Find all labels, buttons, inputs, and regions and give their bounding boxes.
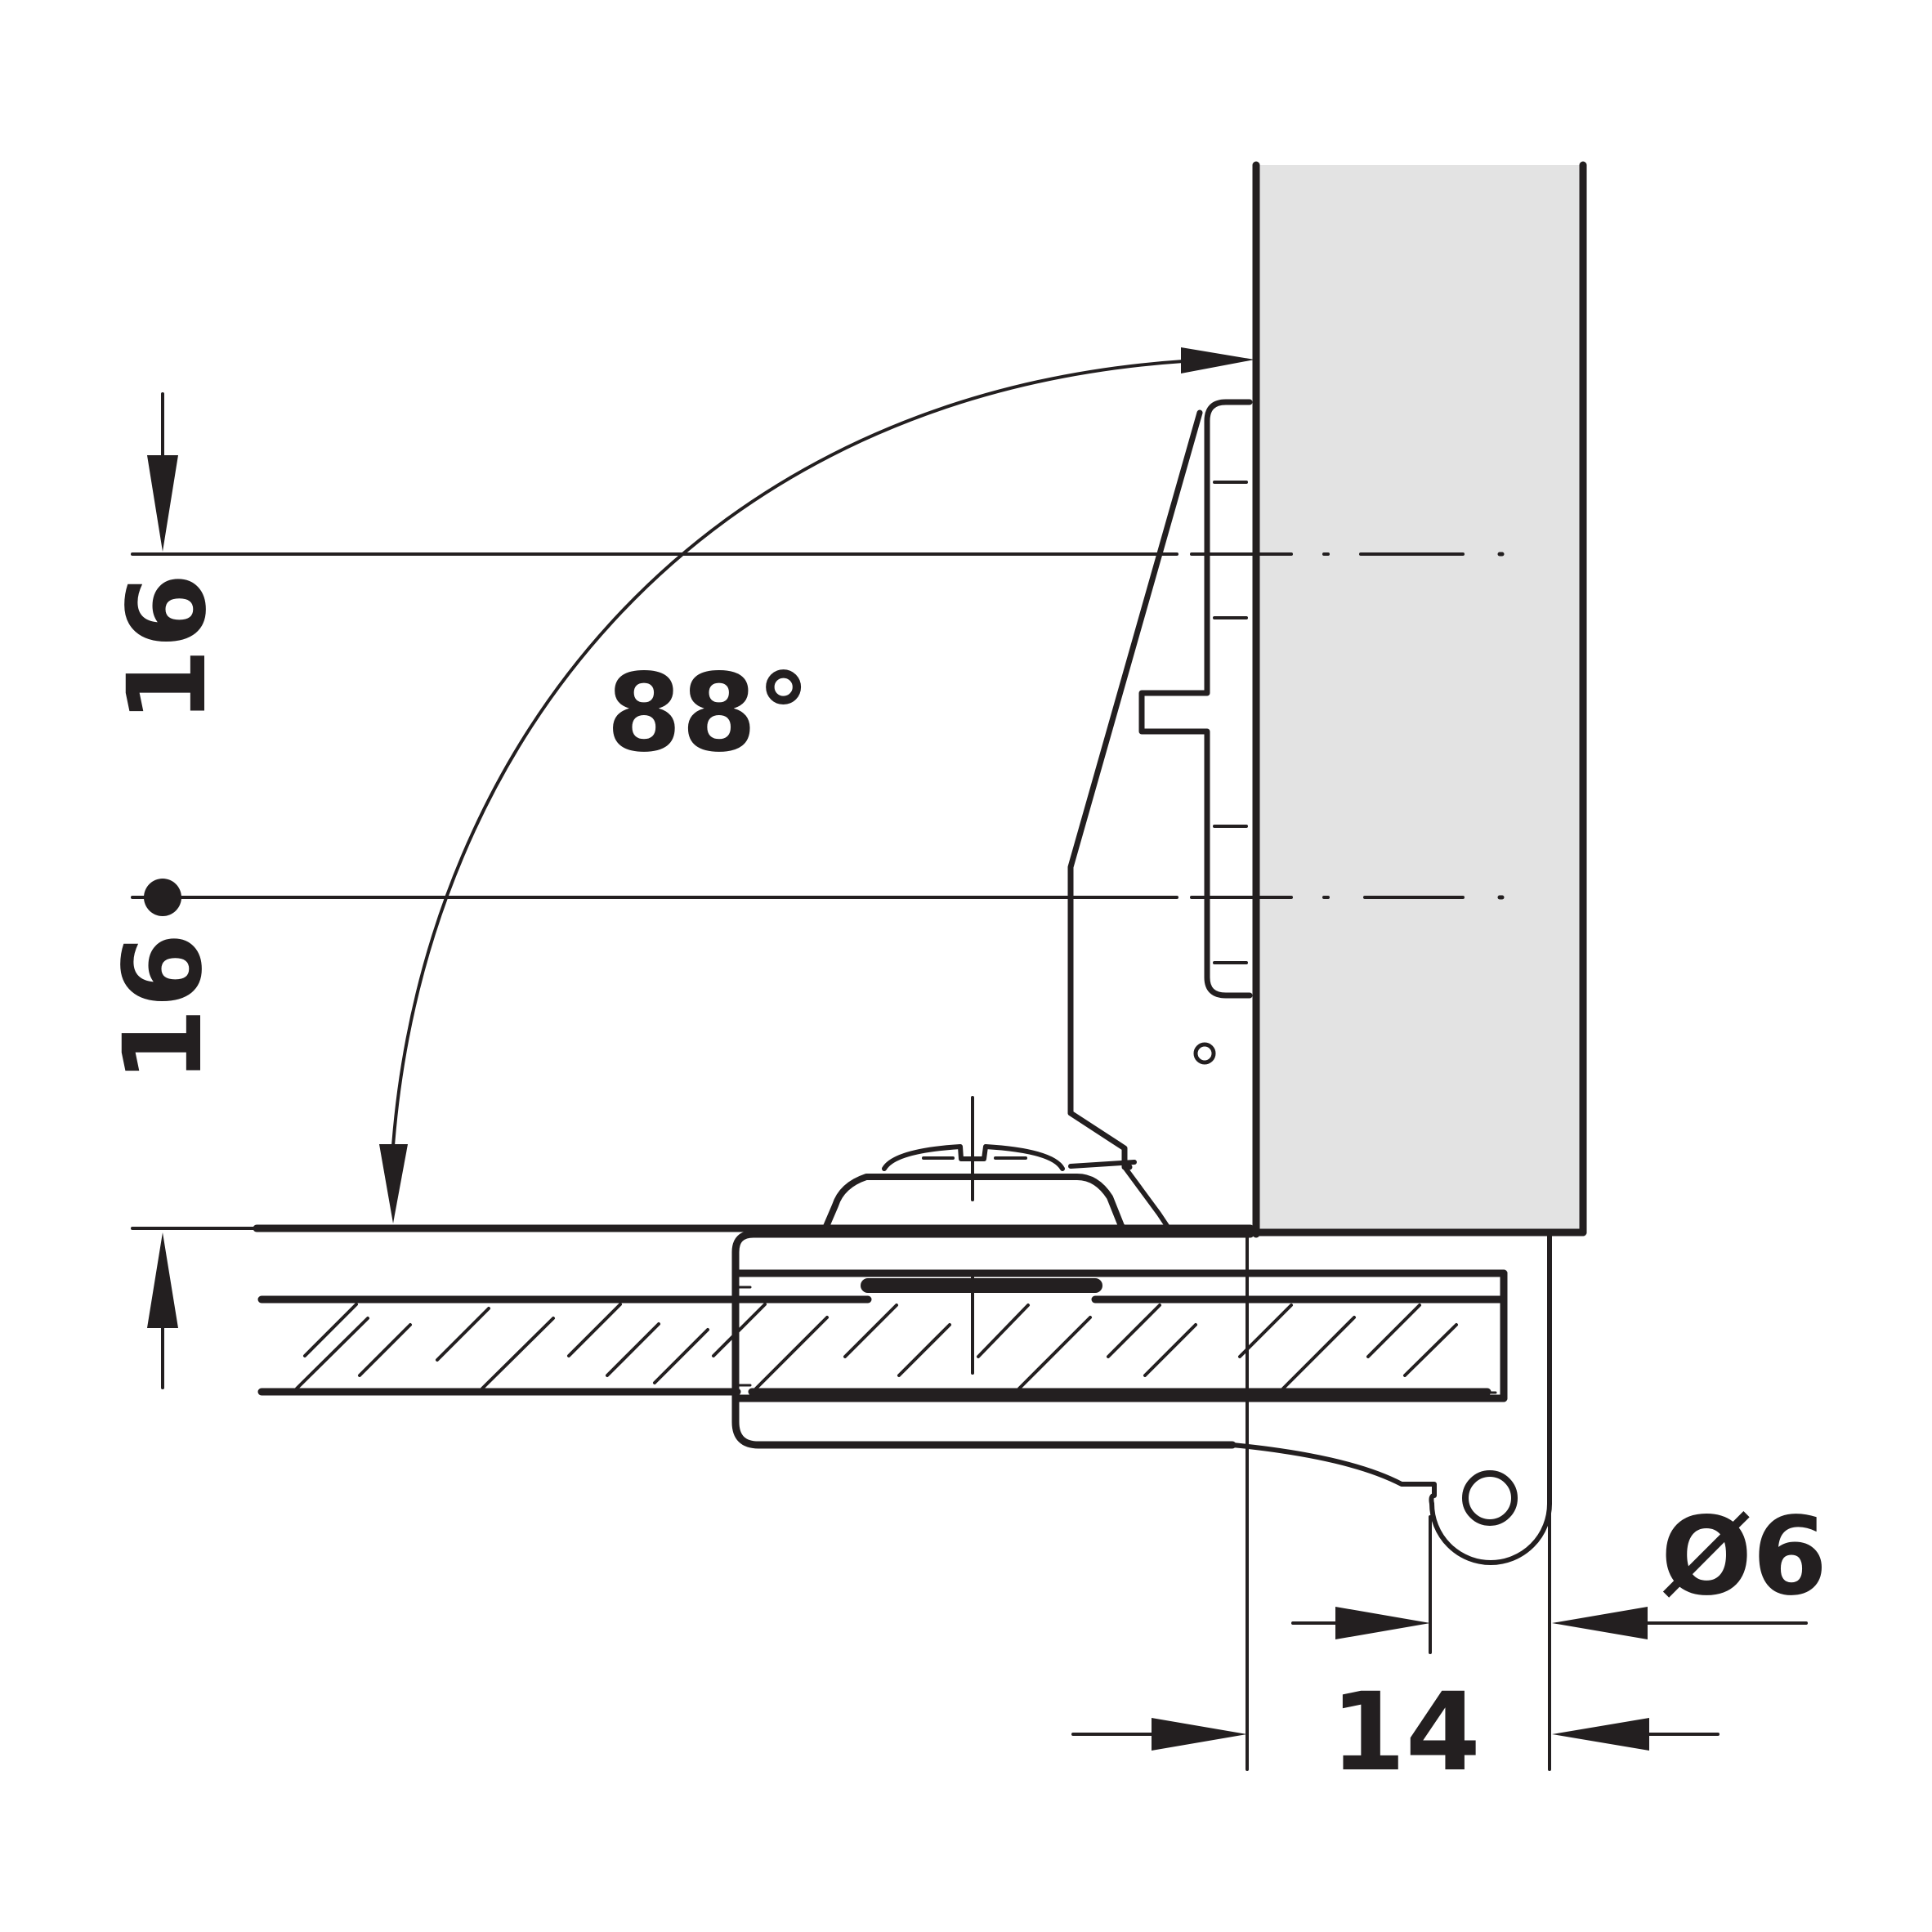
offset-width-label: 14 — [1330, 1670, 1481, 1796]
clamp-screw — [822, 1096, 1133, 1375]
glass-hatching — [295, 1303, 1458, 1390]
horizontal-dimensions — [1071, 1232, 1808, 1771]
cabinet-panel — [1252, 161, 1587, 1238]
angle-label: 88° — [606, 651, 811, 776]
reference-dot — [144, 879, 181, 916]
hinge-knuckle — [1230, 1230, 1552, 1565]
hinge-arm — [1067, 409, 1203, 1228]
hinge-pin — [1462, 1470, 1518, 1526]
spacing-lower-label: 16 — [101, 932, 226, 1083]
mounting-plate — [1138, 399, 1253, 1065]
glass-clamp-plate — [253, 1224, 1508, 1449]
vertical-dimension — [144, 392, 181, 1389]
reference-lines — [131, 552, 1505, 1230]
pin-diameter-label: Ø6 — [1661, 1494, 1827, 1620]
opening-angle-arc — [379, 347, 1254, 1223]
spacing-upper-label: 16 — [105, 573, 230, 723]
glass-door — [257, 1295, 1458, 1396]
